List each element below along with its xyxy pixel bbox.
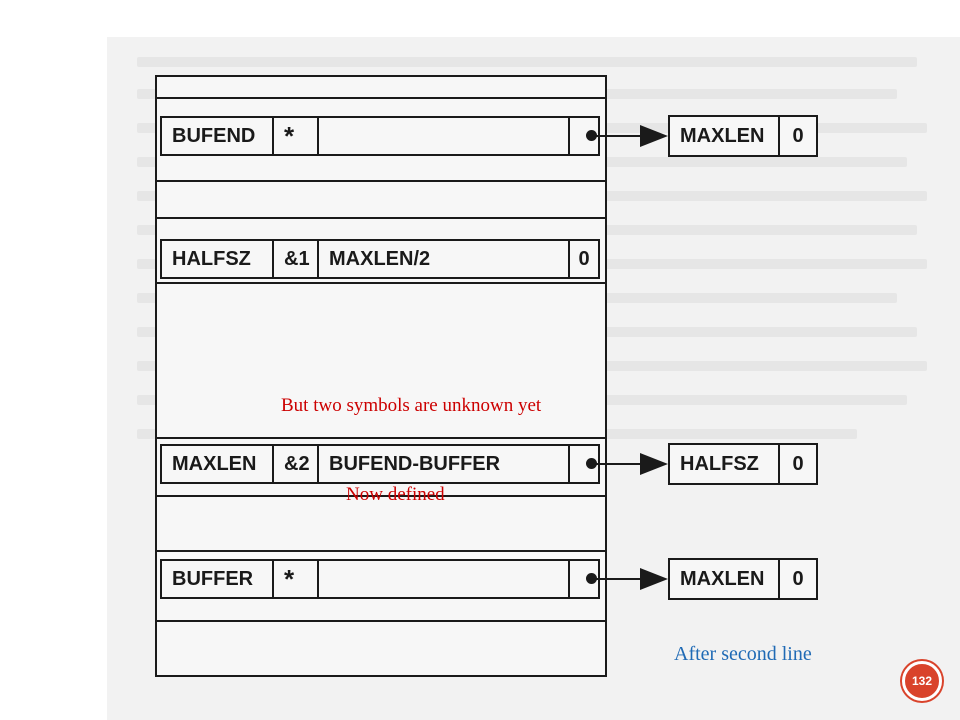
symbol-entry-maxlen: MAXLEN &2 BUFEND-BUFFER	[160, 444, 600, 484]
table-divider	[155, 495, 607, 497]
reference-node-halfsz: HALFSZ 0	[668, 443, 818, 485]
pointer-origin	[586, 458, 597, 469]
reference-value: 0	[778, 117, 816, 155]
reference-name: HALFSZ	[680, 452, 759, 475]
defined-annotation: Now defined	[346, 484, 445, 505]
symbol-name: HALFSZ	[172, 247, 251, 270]
reference-value: 0	[778, 445, 816, 483]
symbol-flag: &1	[272, 241, 317, 277]
symbol-name: BUFFER	[172, 567, 254, 590]
pointer-line	[592, 135, 644, 137]
arrow-right-icon	[640, 125, 668, 147]
symbol-value: 0	[568, 241, 598, 277]
symbol-entry-bufend: BUFEND *	[160, 116, 600, 156]
symbol-entry-buffer: BUFFER *	[160, 559, 600, 599]
table-divider	[155, 550, 607, 552]
symbol-entry-halfsz: HALFSZ &1 MAXLEN/2 0	[160, 239, 600, 279]
symbol-expression: MAXLEN/2	[317, 241, 568, 277]
symbol-value	[568, 446, 598, 482]
pointer-line	[592, 463, 644, 465]
reference-node-maxlen: MAXLEN 0	[668, 558, 818, 600]
page-number-badge: 132	[902, 661, 942, 701]
table-divider	[155, 180, 607, 182]
unknown-symbols-annotation: But two symbols are unknown yet	[281, 395, 542, 416]
table-divider	[155, 282, 607, 284]
reference-node-maxlen: MAXLEN 0	[668, 115, 818, 157]
table-divider	[155, 217, 607, 219]
symbol-expression	[317, 561, 568, 597]
symbol-flag: &2	[272, 446, 317, 482]
arrow-right-icon	[640, 568, 668, 590]
pointer-line	[592, 578, 644, 580]
symbol-expression	[317, 118, 568, 154]
symbol-value	[568, 561, 598, 597]
table-divider	[155, 437, 607, 439]
symbol-flag: *	[272, 118, 317, 154]
table-divider	[155, 620, 607, 622]
pointer-origin	[586, 130, 597, 141]
symbol-flag: *	[272, 561, 317, 597]
symbol-name: BUFEND	[172, 124, 256, 147]
table-divider	[155, 97, 607, 99]
symbol-name: MAXLEN	[172, 452, 257, 475]
arrow-right-icon	[640, 453, 668, 475]
symbol-expression: BUFEND-BUFFER	[317, 446, 568, 482]
reference-value: 0	[778, 560, 816, 598]
reference-name: MAXLEN	[680, 124, 765, 147]
reference-name: MAXLEN	[680, 567, 765, 590]
symbol-value	[568, 118, 598, 154]
faded-text-line	[137, 57, 917, 67]
slide-caption: After second line	[674, 643, 812, 665]
pointer-origin	[586, 573, 597, 584]
